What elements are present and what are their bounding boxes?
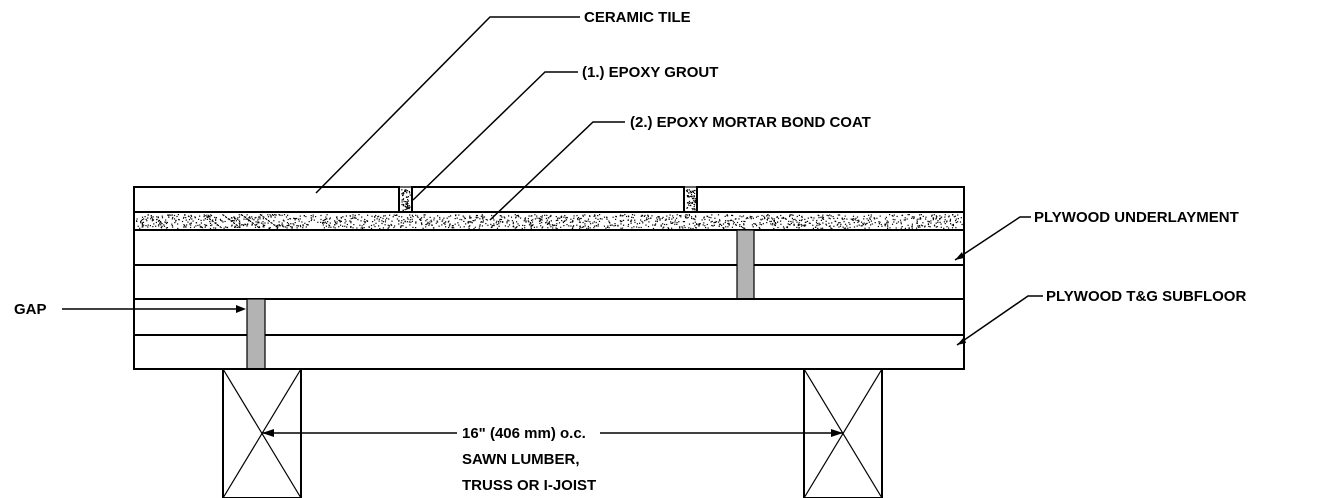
plywood-subfloor-layer (133, 298, 965, 370)
label-plywood-underlayment: PLYWOOD UNDERLAYMENT (1034, 209, 1239, 226)
plywood-underlayment-layer (133, 229, 965, 300)
ceramic-tile-layer (133, 186, 965, 213)
label-epoxy-grout: (1.) EPOXY GROUT (582, 64, 718, 81)
label-sawn-lumber: SAWN LUMBER, (462, 451, 580, 468)
leader-lines (62, 16, 1043, 437)
label-truss-joist: TRUSS OR I-JOIST (462, 477, 596, 494)
label-spacing: 16" (406 mm) o.c. (462, 425, 586, 442)
mortar-stipple (136, 214, 963, 230)
subfloor-gap (246, 298, 266, 370)
tile-left (133, 186, 400, 213)
tile-right (696, 186, 965, 213)
grout-stipple (401, 189, 697, 212)
label-ceramic-tile: CERAMIC TILE (584, 9, 691, 26)
label-epoxy-mortar: (2.) EPOXY MORTAR BOND COAT (630, 114, 871, 131)
label-gap: GAP (14, 301, 47, 318)
mortar-bond-coat-layer (133, 211, 965, 231)
labels: CERAMIC TILE (1.) EPOXY GROUT (2.) EPOXY… (14, 9, 1246, 494)
tile-middle (411, 186, 685, 213)
grout-joint-1 (398, 186, 413, 213)
grout-joint-2 (683, 186, 698, 213)
label-plywood-subfloor: PLYWOOD T&G SUBFLOOR (1046, 288, 1246, 305)
underlayment-gap (736, 229, 755, 300)
